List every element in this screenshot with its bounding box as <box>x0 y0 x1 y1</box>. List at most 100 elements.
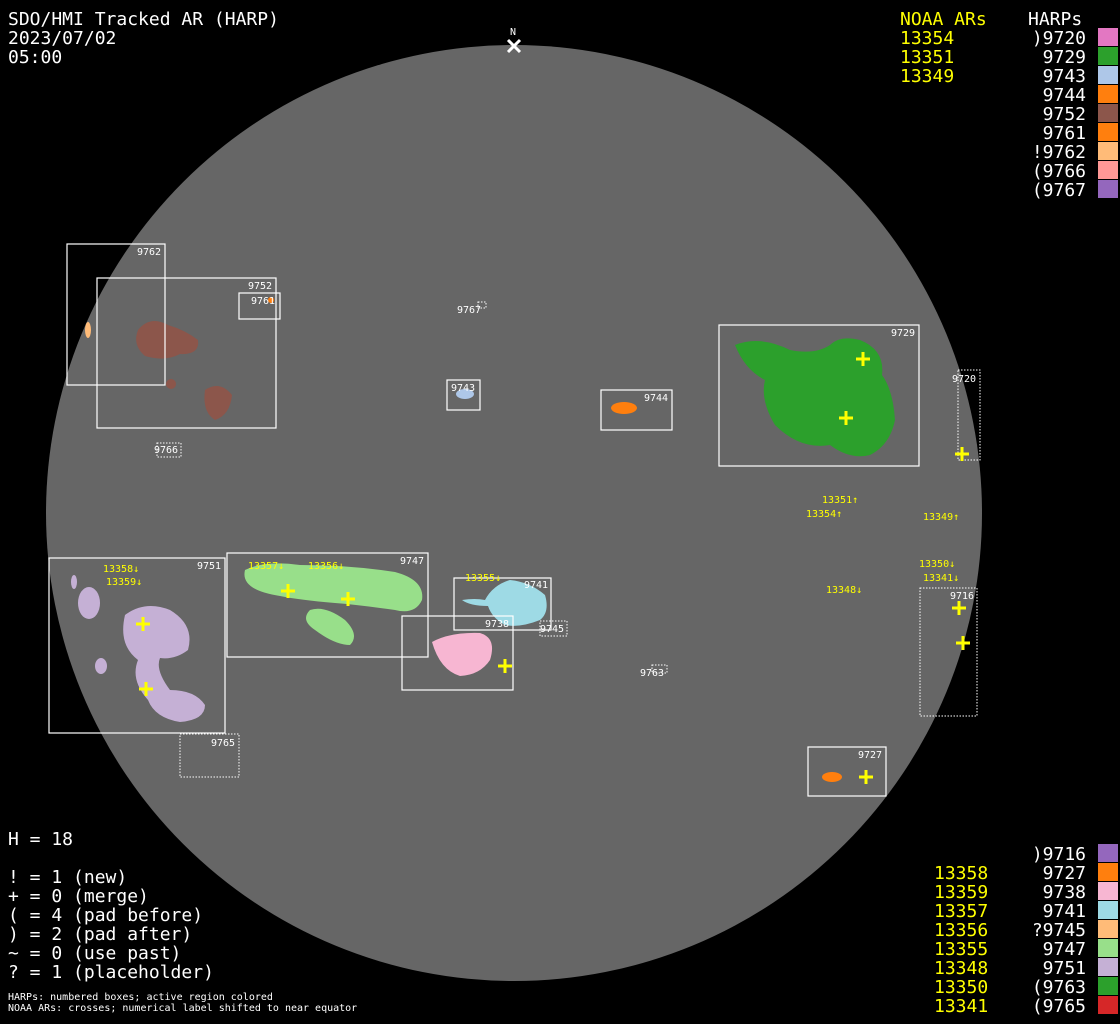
harp-box <box>96 277 277 429</box>
footnote-noaa: NOAA ARs: crosses; numerical label shift… <box>8 1003 358 1014</box>
noaa-legend-item: 13341 <box>934 996 989 1017</box>
noaa-cross-icon <box>955 447 969 461</box>
noaa-cross-icon <box>956 636 970 650</box>
harp-box <box>651 664 668 674</box>
noaa-cross-icon <box>498 659 512 673</box>
region-9729 <box>735 338 895 457</box>
harp-box <box>807 746 887 797</box>
region-9751c <box>71 575 77 589</box>
harp-label: 9751 <box>197 561 221 572</box>
noaa-label: 13348↓ <box>826 585 862 596</box>
harp-label: 9762 <box>137 247 161 258</box>
noaa-label: 13341↓ <box>923 573 959 584</box>
noaa-cross-icon <box>341 592 355 606</box>
harp-legend-item: !9762 <box>1031 142 1086 163</box>
harp-legend-item: 9744 <box>1042 85 1086 106</box>
region-9747 <box>244 563 423 612</box>
noaa-label: 13359↓ <box>106 577 142 588</box>
harp-box <box>48 557 226 734</box>
harp-label: 9745 <box>540 624 564 635</box>
harp-box <box>401 615 514 691</box>
harp-label: 9765 <box>211 738 235 749</box>
harp-legend-item: )9720 <box>1031 28 1086 49</box>
noaa-label: 13350↓ <box>919 559 955 570</box>
harp-box <box>453 577 552 631</box>
region-9747b <box>306 608 354 645</box>
harp-label: 9747 <box>400 556 424 567</box>
harp-label: 9767 <box>457 305 481 316</box>
region-9727 <box>822 772 842 782</box>
flag-stat-line: ) = 2 (pad after) <box>8 924 193 945</box>
flag-stat-line: ~ = 0 (use past) <box>8 943 182 964</box>
noaa-cross-icon <box>952 601 966 615</box>
harp-color-swatch <box>1098 882 1118 900</box>
north-label: N <box>510 27 516 38</box>
region-9741 <box>462 580 547 626</box>
noaa-labels: 13358↓ 13359↓ 13357↓ 13356↓ 13355↓ 13351… <box>103 495 959 596</box>
noaa-label: 13355↓ <box>465 573 501 584</box>
footnote-harps: HARPs: numbered boxes; active region col… <box>8 992 273 1003</box>
harp-legend-item: 9747 <box>1042 939 1086 960</box>
harp-color-swatch <box>1098 958 1118 976</box>
harp-box <box>919 587 978 717</box>
harp-color-swatch <box>1098 844 1118 862</box>
harp-box <box>156 442 182 458</box>
region-9752b <box>204 386 232 420</box>
harp-color-swatch <box>1098 180 1118 198</box>
harp-box <box>718 324 920 467</box>
region-9762 <box>85 322 91 338</box>
harp-legend-item: 9738 <box>1042 882 1086 903</box>
image-time: 05:00 <box>8 47 63 68</box>
harp-box <box>539 620 568 637</box>
noaa-legend-item: 13358 <box>934 863 989 884</box>
noaa-legend-item: 13355 <box>934 939 989 960</box>
noaa-legend-item: 13354 <box>900 28 955 49</box>
harp-box <box>238 292 281 320</box>
region-9761 <box>268 297 274 303</box>
harp-color-swatch <box>1098 977 1118 995</box>
noaa-cross-icon <box>139 682 153 696</box>
noaa-crosses <box>136 352 970 784</box>
harp-legend-item: )9716 <box>1031 844 1086 865</box>
harp-label: 9716 <box>950 591 974 602</box>
north-marker-icon <box>506 38 522 54</box>
noaa-legend-item: 13348 <box>934 958 989 979</box>
harp-legend-item: (9763 <box>1031 977 1086 998</box>
region-9752c <box>166 379 176 389</box>
flag-stat-line: ? = 1 (placeholder) <box>8 962 214 983</box>
region-9738 <box>432 632 493 676</box>
harp-color-swatch <box>1098 996 1118 1014</box>
harp-color-swatch <box>1098 901 1118 919</box>
noaa-cross-icon <box>136 617 150 631</box>
region-9743 <box>456 389 474 399</box>
harp-color-swatch <box>1098 863 1118 881</box>
harp-label: 9738 <box>485 619 509 630</box>
harp-legend-item: 9743 <box>1042 66 1086 87</box>
flag-stat-line: ! = 1 (new) <box>8 867 128 888</box>
harp-label: 9729 <box>891 328 915 339</box>
region-9751 <box>123 606 205 722</box>
flag-stat-line: + = 0 (merge) <box>8 886 149 907</box>
noaa-legend-item: 13351 <box>900 47 955 68</box>
harp-legend-item: (9765 <box>1031 996 1086 1017</box>
noaa-legend-item: 13357 <box>934 901 989 922</box>
harp-color-swatch <box>1098 28 1118 46</box>
harp-legend-item: 9741 <box>1042 901 1086 922</box>
harp-box <box>446 379 481 411</box>
harp-legend-item: 9761 <box>1042 123 1086 144</box>
harp-color-swatch <box>1098 85 1118 103</box>
harp-label: 9743 <box>451 383 475 394</box>
harp-color-swatch <box>1098 104 1118 122</box>
noaa-label: 13349↑ <box>923 512 959 523</box>
noaa-legend-item: 13359 <box>934 882 989 903</box>
harp-label: 9763 <box>640 668 664 679</box>
harp-color-swatch <box>1098 939 1118 957</box>
harp-label: 9741 <box>524 580 548 591</box>
harp-legend-item: 9727 <box>1042 863 1086 884</box>
harp-box <box>66 243 166 386</box>
harp-boxes <box>48 243 981 797</box>
noaa-label: 13351↑ <box>822 495 858 506</box>
harp-legend-item: (9767 <box>1031 180 1086 201</box>
harp-legend-item: (9766 <box>1031 161 1086 182</box>
